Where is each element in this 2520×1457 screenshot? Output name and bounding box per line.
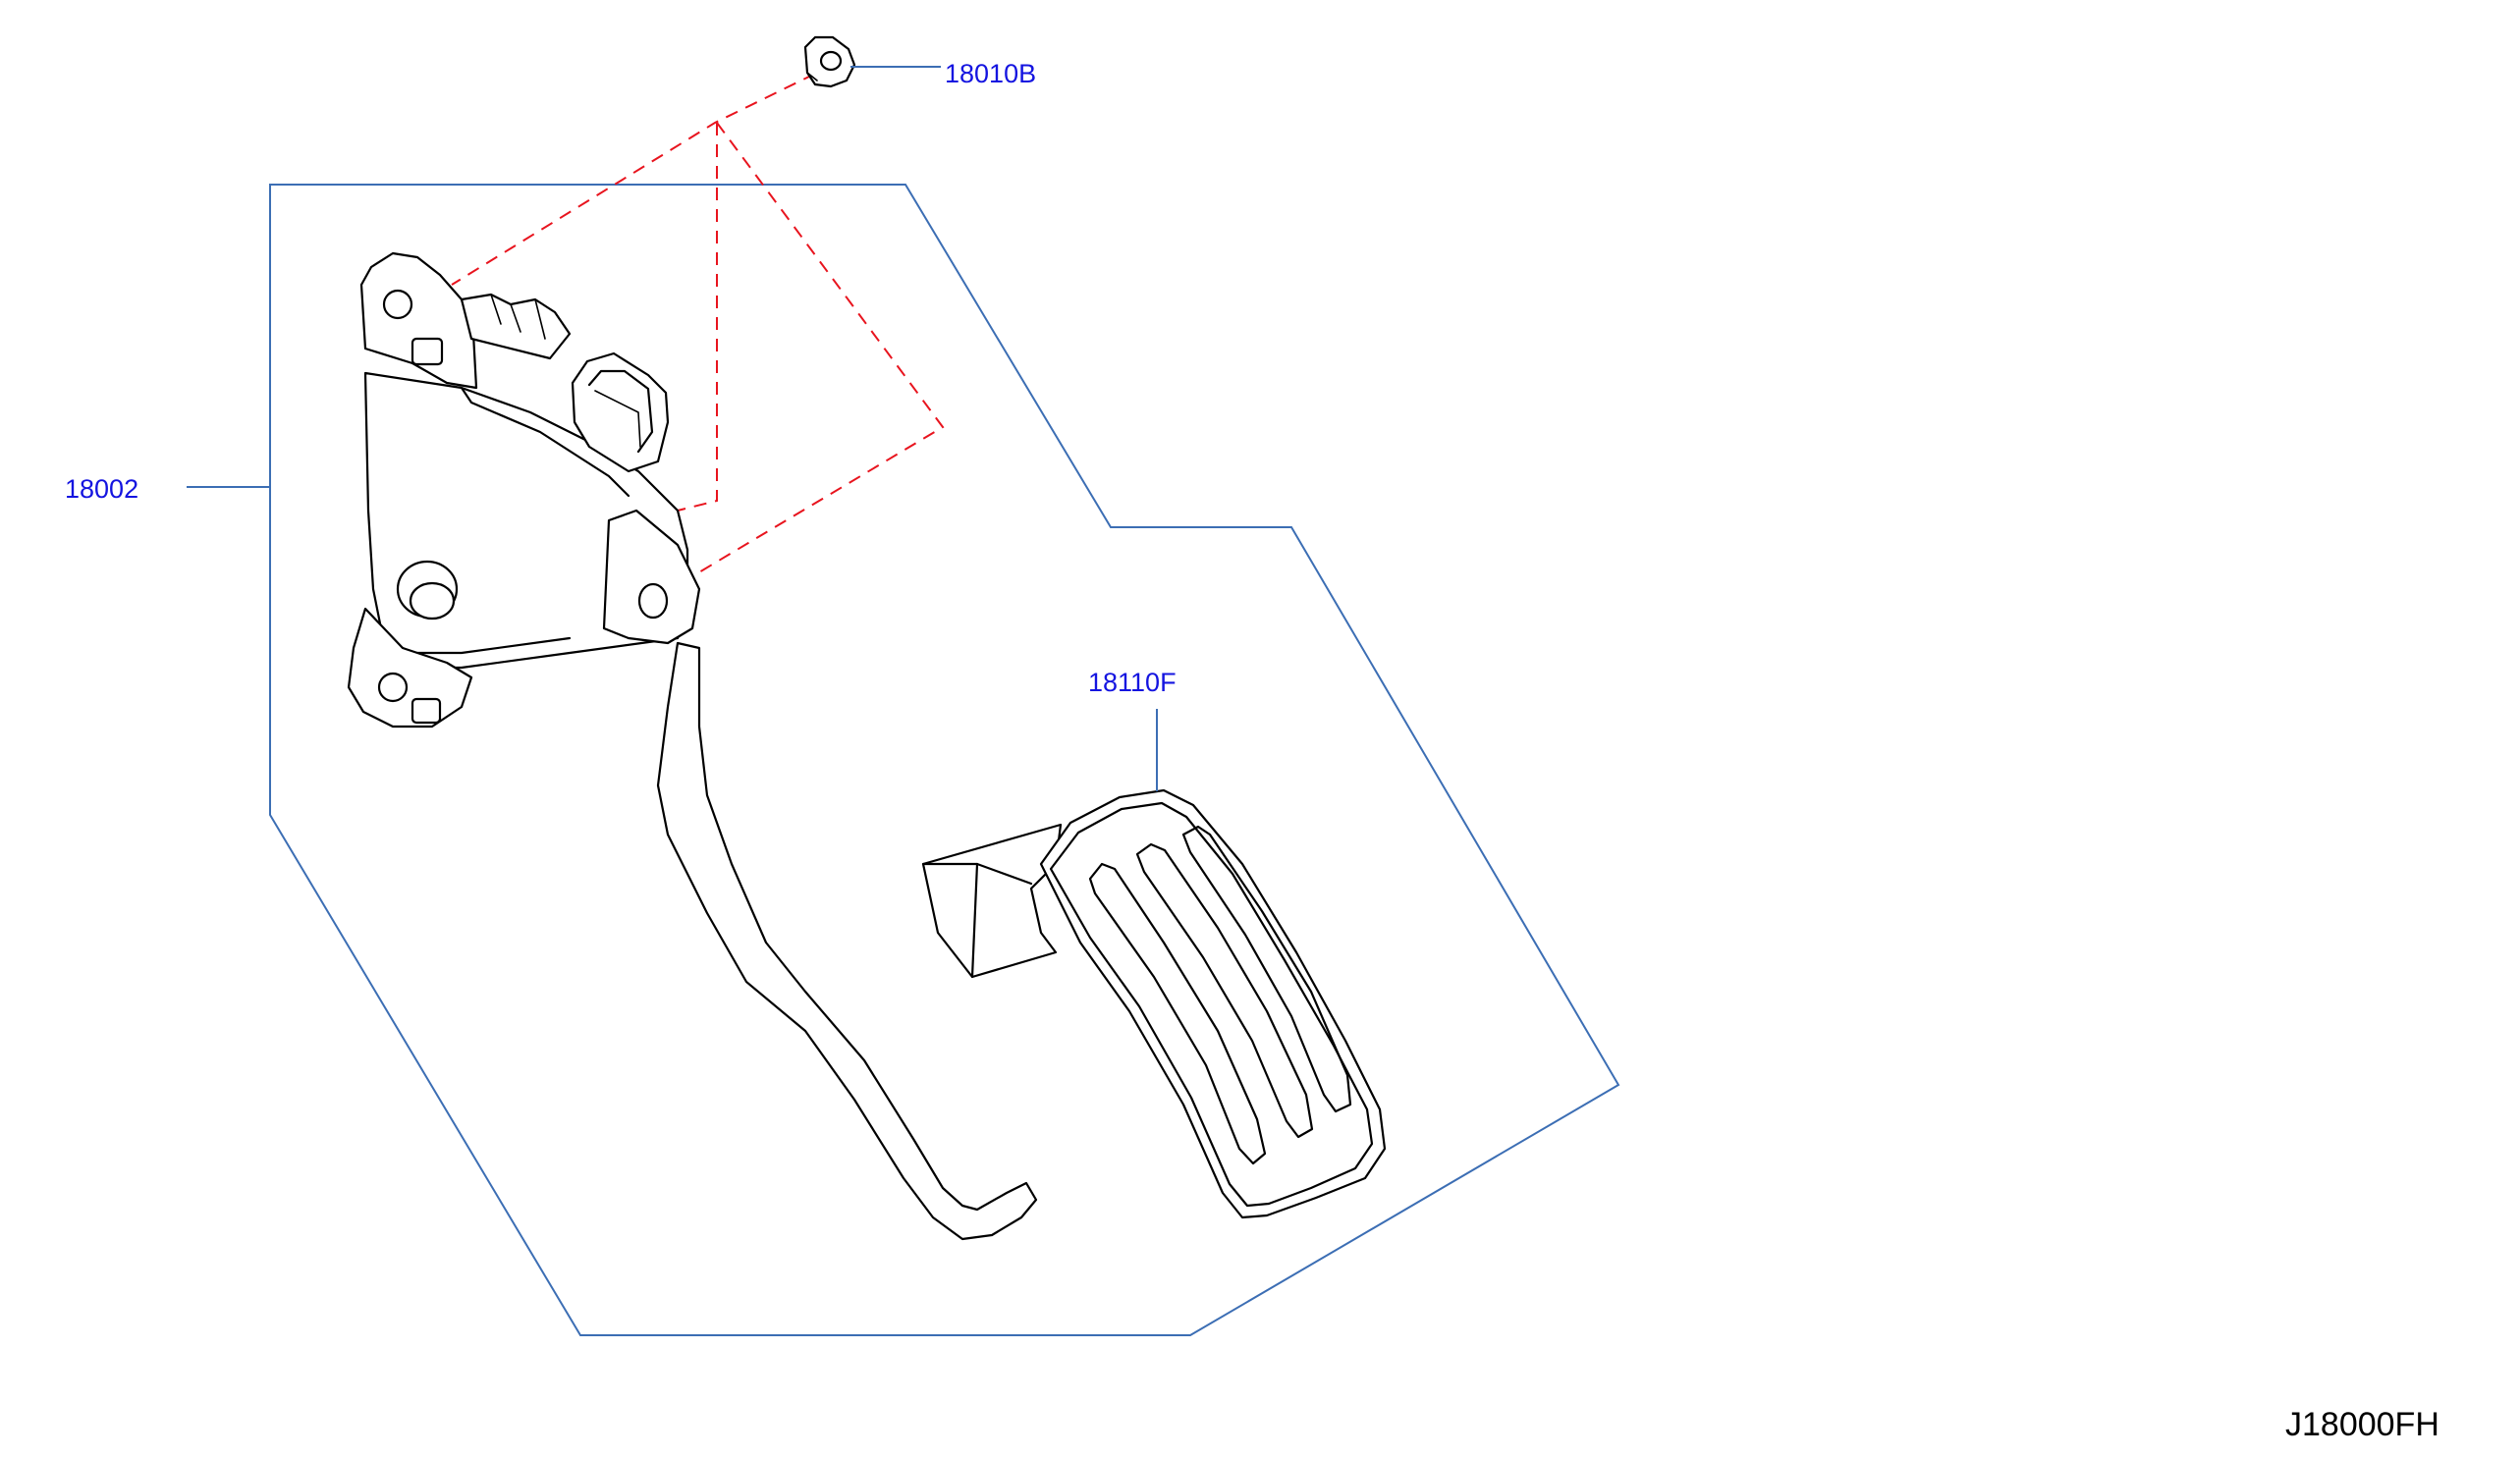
reference-lines (451, 73, 945, 580)
callout-18110f[interactable]: 18110F (1088, 668, 1177, 697)
leader-lines (187, 66, 1158, 791)
callout-18010b[interactable]: 18010B (945, 59, 1037, 88)
pedal-sensor-assembly (347, 251, 701, 728)
pedal-arm (656, 641, 1038, 1241)
assembly-outline (269, 184, 1620, 1336)
callout-18002[interactable]: 18002 (65, 474, 139, 504)
diagram-code: J18000FH (2285, 1406, 2439, 1443)
nut-part (803, 35, 856, 88)
pedal-pad (921, 788, 1387, 1219)
